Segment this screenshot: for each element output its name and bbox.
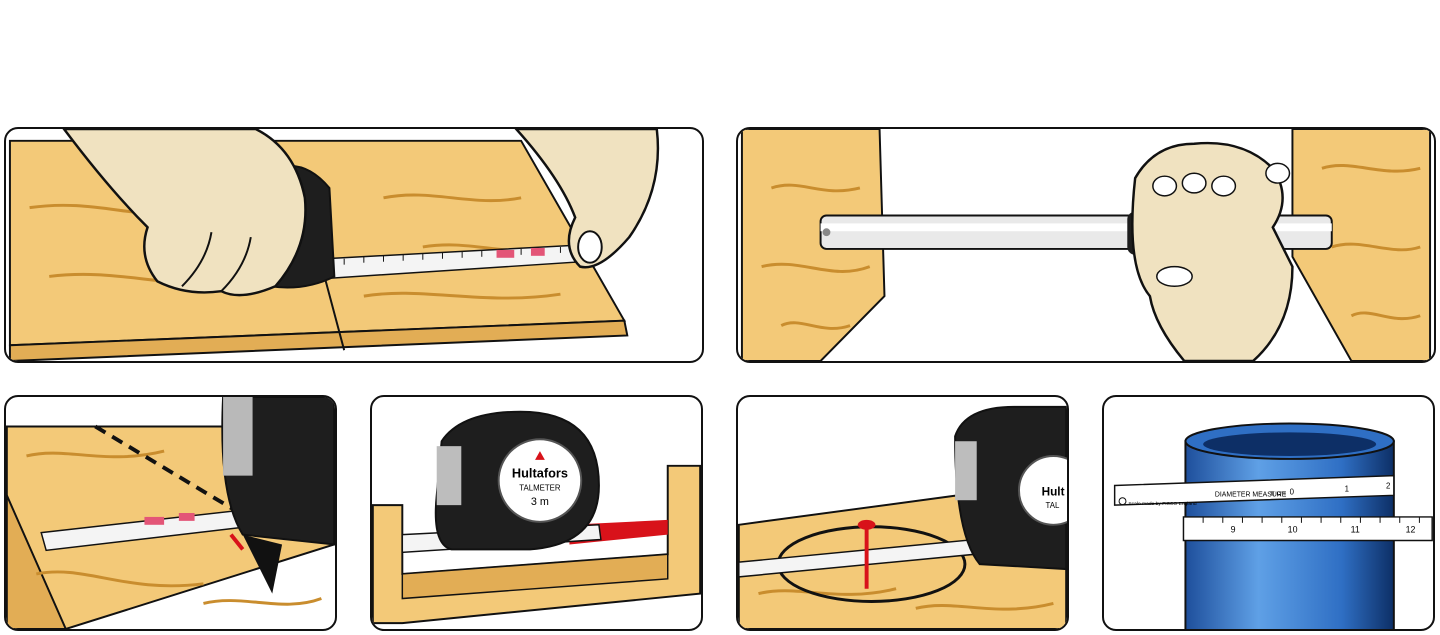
scale-bottom-tick-10: 10 [1288,525,1298,535]
right-hand [514,129,660,269]
scale-bottom-tick-12: 12 [1406,525,1416,535]
mark-arrow [242,534,283,594]
panel-talmeter-channel: Hultafors TALMETER 3 m [370,395,703,631]
panel-pipe-diameter: DIAMETER MEASURE π cm Scale made by FISC… [1102,395,1435,631]
inside-measuring-illustration [740,129,1432,361]
scale-top-tick-2: 2 [1386,481,1390,490]
scale-bottom-tick-9: 9 [1231,525,1236,535]
panel-inside-measuring [736,127,1436,363]
circle-marking-illustration: Hult TAL [738,405,1067,629]
scale-unit: π cm [1270,490,1286,497]
diameter-scale-lower [1182,516,1433,542]
diameter-scale-upper [1113,474,1395,506]
board-measuring-illustration [8,129,660,361]
scale-maker: Scale made by FISCO England [1128,501,1196,507]
marking-line-illustration [6,397,335,629]
scale-title: DIAMETER MEASURE [1215,491,1287,498]
talmeter-brand: Hultafors [512,466,568,481]
panel-circle-marking: Hult TAL [736,395,1069,631]
talmeter-channel-illustration: Hultafors TALMETER 3 m [372,410,701,625]
scale-top-tick-0: 0 [1290,487,1295,496]
talmeter-model: TALMETER [519,483,561,492]
pipe-diameter-illustration: DIAMETER MEASURE π cm Scale made by FISC… [1113,422,1433,629]
left-hand [62,129,307,297]
talmeter-brand-partial: Hult [1042,485,1065,498]
holding-hand [1131,141,1294,361]
panel-board-measuring [4,127,704,363]
talmeter-label-disc [497,438,583,523]
panel-marking-line [4,395,337,631]
dashed-mark-line [94,424,244,517]
talmeter-model-partial: TAL [1046,501,1060,510]
talmeter-length: 3 m [531,496,549,508]
scale-top-tick-1: 1 [1345,484,1349,493]
scale-bottom-tick-11: 11 [1351,525,1360,535]
